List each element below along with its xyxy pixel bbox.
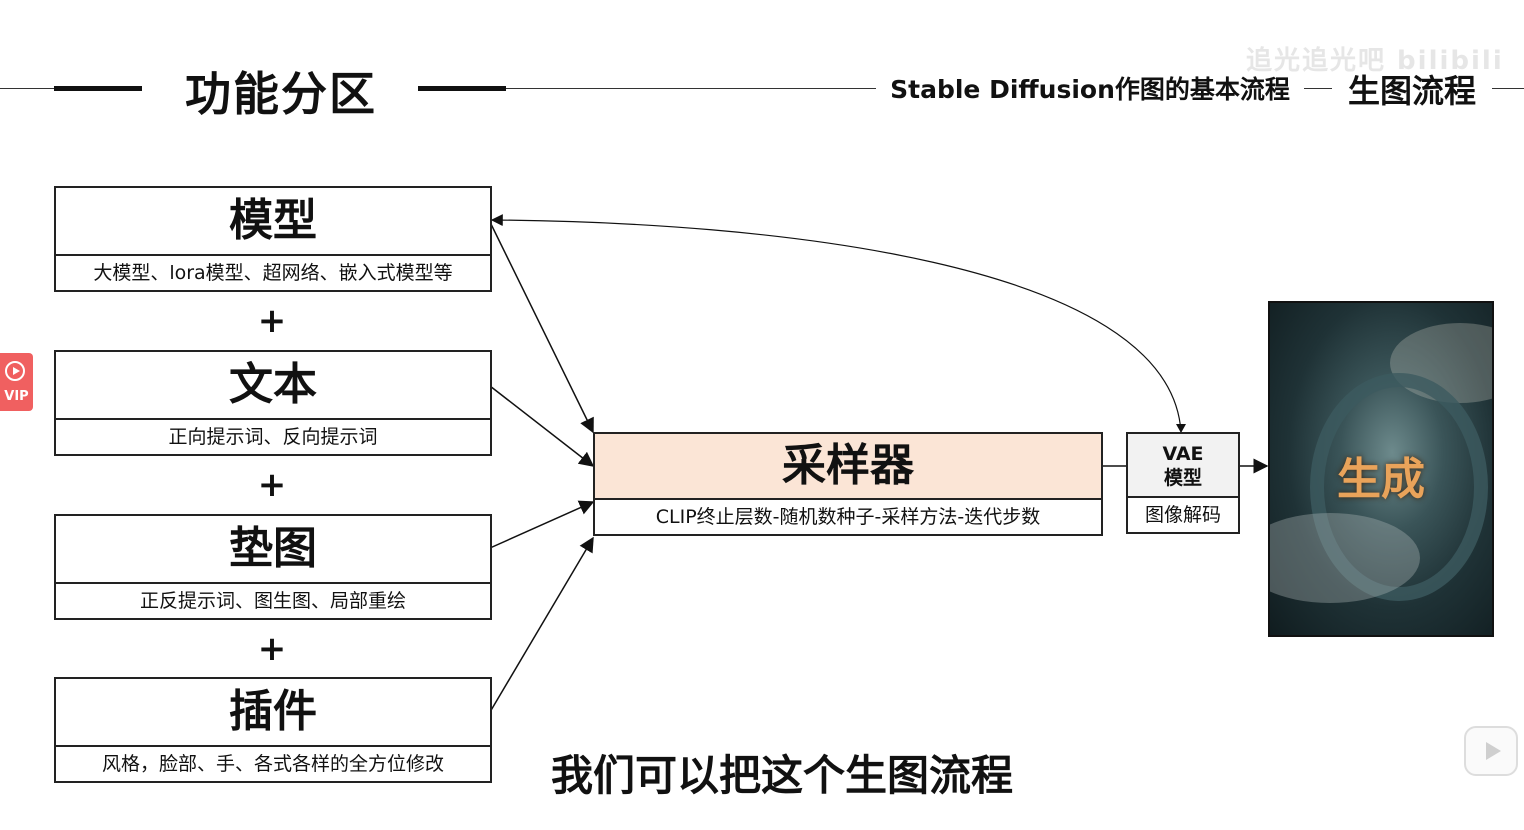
arrow-vae-to-model	[490, 214, 1182, 433]
vae-box: VAE 模型 图像解码	[1126, 432, 1240, 534]
arrow-image-to-sampler	[489, 500, 595, 549]
header-rule-mid-thin	[506, 88, 876, 89]
output-label: 生成	[1337, 454, 1425, 505]
section-title: 生图流程	[1347, 72, 1476, 110]
plus-sign: +	[257, 465, 287, 505]
plugin-desc: 风格，脸部、手、各式各样的全方位修改	[101, 753, 444, 775]
arrow-model-to-sampler	[489, 221, 594, 434]
vip-badge[interactable]: VIP	[0, 353, 33, 411]
vae-title-line1: VAE	[1162, 443, 1204, 465]
sampler-desc: CLIP终止层数-随机数种子-采样方法-迭代步数	[595, 500, 1101, 534]
model-box: 模型 大模型、lora模型、超网络、嵌入式模型等	[54, 186, 492, 292]
page-title: 功能分区	[185, 67, 377, 121]
cloud-shape	[1270, 513, 1420, 603]
header-rule-left-thick	[54, 86, 142, 91]
vae-title-line2: 模型	[1163, 467, 1202, 489]
arrow-model-to-vae	[492, 220, 1181, 428]
header-rule-right-a	[1304, 88, 1332, 89]
model-title: 模型	[56, 188, 490, 256]
image-box: 垫图 正反提示词、图生图、局部重绘	[54, 514, 492, 620]
vip-label: VIP	[4, 389, 29, 404]
play-circle-icon	[5, 361, 25, 381]
header-rule-right-b	[1492, 88, 1524, 89]
sampler-box: 采样器 CLIP终止层数-随机数种子-采样方法-迭代步数	[593, 432, 1103, 536]
video-subtitle: 我们可以把这个生图流程	[550, 751, 1013, 800]
text-box: 文本 正向提示词、反向提示词	[54, 350, 492, 456]
image-desc: 正反提示词、图生图、局部重绘	[139, 590, 406, 612]
text-title: 文本	[56, 352, 490, 420]
vae-title: VAE 模型	[1128, 434, 1238, 498]
watermark-logo: 追光追光吧 bilibili	[1246, 46, 1504, 76]
vae-desc: 图像解码	[1128, 498, 1238, 532]
plus-sign: +	[257, 301, 287, 341]
header-rule-mid-thick	[418, 86, 506, 91]
header-subtitle: Stable Diffusion作图的基本流程	[890, 75, 1290, 104]
plugin-box: 插件 风格，脸部、手、各式各样的全方位修改	[54, 677, 492, 783]
generated-image: 生成	[1268, 301, 1494, 637]
arrow-plugin-to-sampler	[489, 536, 594, 713]
header-rule-left-thin	[0, 88, 54, 89]
image-title: 垫图	[56, 516, 490, 584]
text-desc: 正向提示词、反向提示词	[168, 426, 378, 448]
model-desc: 大模型、lora模型、超网络、嵌入式模型等	[93, 262, 453, 284]
sampler-title: 采样器	[595, 434, 1101, 500]
play-button[interactable]	[1464, 726, 1518, 776]
arrowhead-at-vae	[1176, 424, 1186, 433]
arrow-text-to-sampler	[489, 385, 595, 467]
plus-sign: +	[257, 629, 287, 669]
plugin-title: 插件	[56, 679, 490, 747]
